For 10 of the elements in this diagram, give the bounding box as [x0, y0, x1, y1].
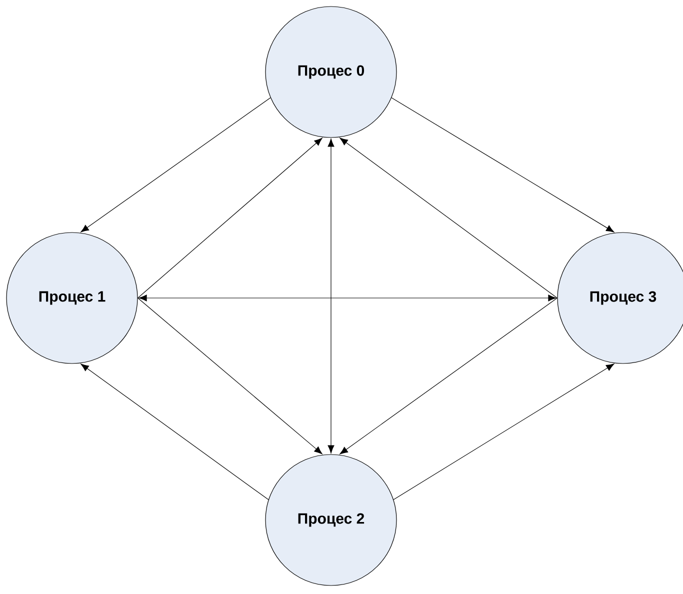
- arrow: [80, 364, 269, 500]
- arrow: [340, 298, 558, 454]
- arrow: [340, 138, 558, 298]
- arrow: [138, 138, 322, 298]
- arrow: [391, 97, 614, 232]
- arrow: [138, 294, 556, 302]
- arrow: [138, 298, 322, 454]
- arrow: [80, 97, 271, 232]
- arrow: [393, 364, 614, 500]
- arrow: [328, 138, 334, 454]
